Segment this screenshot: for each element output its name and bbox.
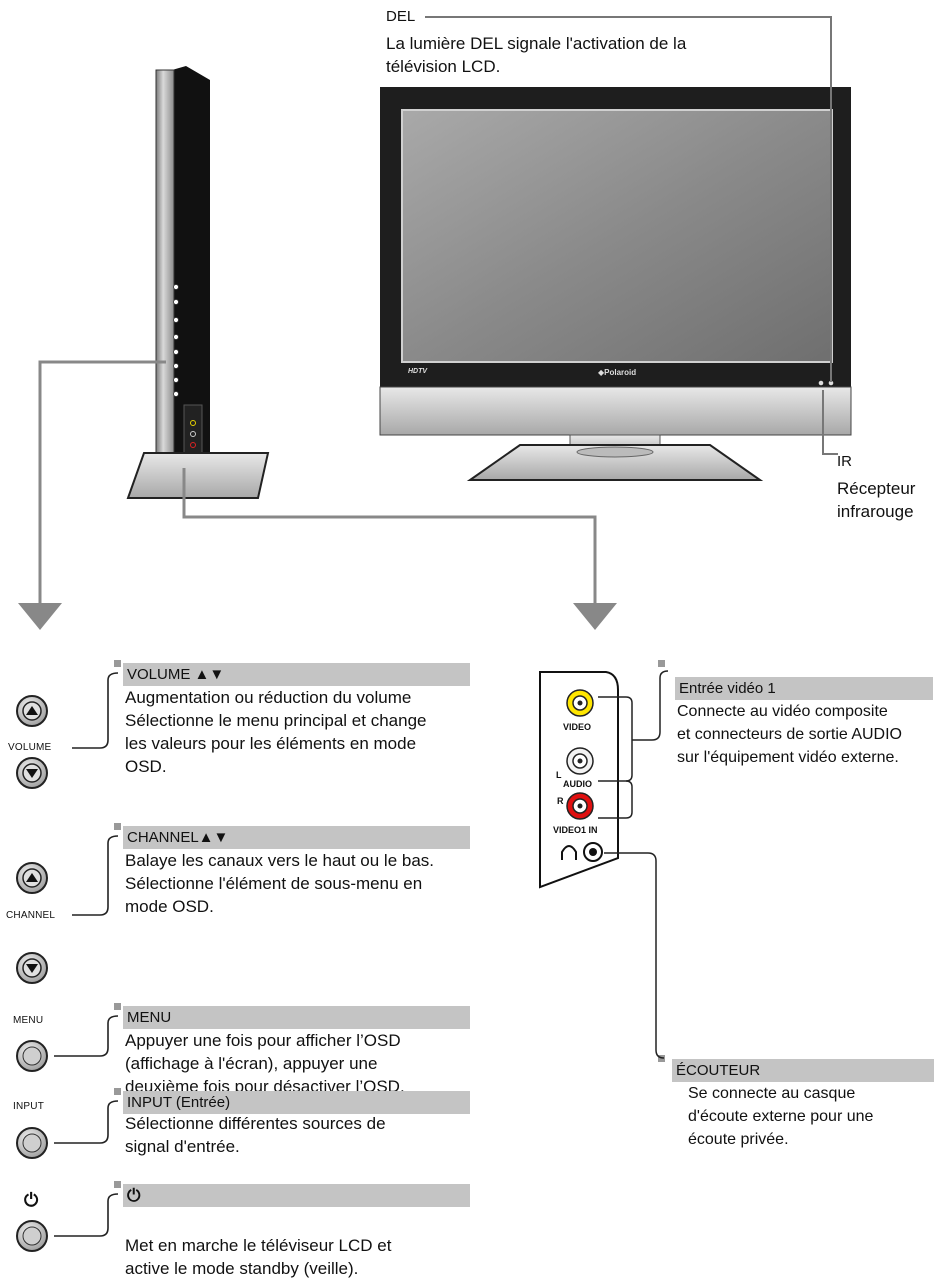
power-icon: ⏻: [24, 1190, 39, 1210]
earphone-title: ÉCOUTEUR: [672, 1059, 934, 1082]
power-title: ⏻: [123, 1184, 470, 1207]
power-desc-1: Met en marche le téléviseur LCD et: [125, 1236, 392, 1255]
ir-label: IR: [837, 453, 852, 470]
menu-desc-2: (affichage à l'écran), appuyer une: [125, 1054, 378, 1073]
arrow-down-right: [573, 603, 617, 630]
menu-title: MENU: [123, 1006, 470, 1029]
video-in-desc-3: sur l'équipement vidéo externe.: [677, 749, 899, 766]
volume-desc-4: OSD.: [125, 757, 167, 776]
panel-video1-in-label: VIDEO1 IN: [553, 825, 598, 835]
video-in-desc-2: et connecteurs de sortie AUDIO: [677, 726, 902, 743]
volume-desc-1: Augmentation ou réduction du volume: [125, 688, 412, 707]
panel-audio-label: AUDIO: [563, 779, 592, 789]
ir-desc-line2: infrarouge: [837, 502, 914, 521]
earphone-desc-1: Se connecte au casque: [688, 1085, 856, 1102]
panel-video-label: VIDEO: [563, 722, 592, 732]
panel-l-label: L: [556, 770, 562, 780]
power-desc-2: active le mode standby (veille).: [125, 1259, 359, 1278]
ir-desc-line1: Récepteur: [837, 479, 916, 498]
led-desc-line2: télévision LCD.: [386, 57, 501, 76]
callout-lines: [38, 360, 597, 604]
input-desc-1: Sélectionne différentes sources de: [125, 1114, 386, 1133]
input-title: INPUT (Entrée): [123, 1091, 470, 1114]
volume-desc-2: Sélectionne le menu principal et change: [125, 711, 427, 730]
panel-r-label: R: [557, 796, 564, 806]
led-desc-line1: La lumière DEL signale l'activation de l…: [386, 34, 687, 53]
menu-button-label: MENU: [13, 1015, 44, 1026]
hdtv-badge: HDTV: [408, 368, 428, 375]
earphone-desc-2: d'écoute externe pour une: [688, 1108, 874, 1125]
input-button-label: INPUT: [13, 1101, 44, 1112]
tv-side: [126, 66, 270, 499]
av-panel: [539, 670, 669, 1059]
channel-desc-2: Sélectionne l'élément de sous-menu en: [125, 874, 423, 893]
arrow-down-left: [18, 603, 62, 630]
tv-front: [379, 87, 852, 481]
brand-logo: ◆Polaroid: [598, 368, 637, 377]
volume-desc-3: les valeurs pour les éléments en mode: [125, 734, 417, 753]
video-in-desc-1: Connecte au vidéo composite: [677, 703, 888, 720]
video-in-title: Entrée vidéo 1: [675, 677, 933, 700]
volume-button-label: VOLUME: [8, 742, 52, 753]
input-desc-2: signal d'entrée.: [125, 1137, 240, 1156]
channel-desc-3: mode OSD.: [125, 897, 214, 916]
button-column: [16, 695, 48, 1252]
volume-title: VOLUME ▲▼: [123, 663, 470, 686]
led-label: DEL: [386, 8, 416, 25]
channel-desc-1: Balaye les canaux vers le haut ou le bas…: [125, 851, 435, 870]
menu-desc-1: Appuyer une fois pour afficher l’OSD: [125, 1031, 401, 1050]
earphone-desc-3: écoute privée.: [688, 1131, 789, 1148]
channel-button-label: CHANNEL: [6, 910, 56, 921]
channel-title: CHANNEL▲▼: [123, 826, 470, 849]
